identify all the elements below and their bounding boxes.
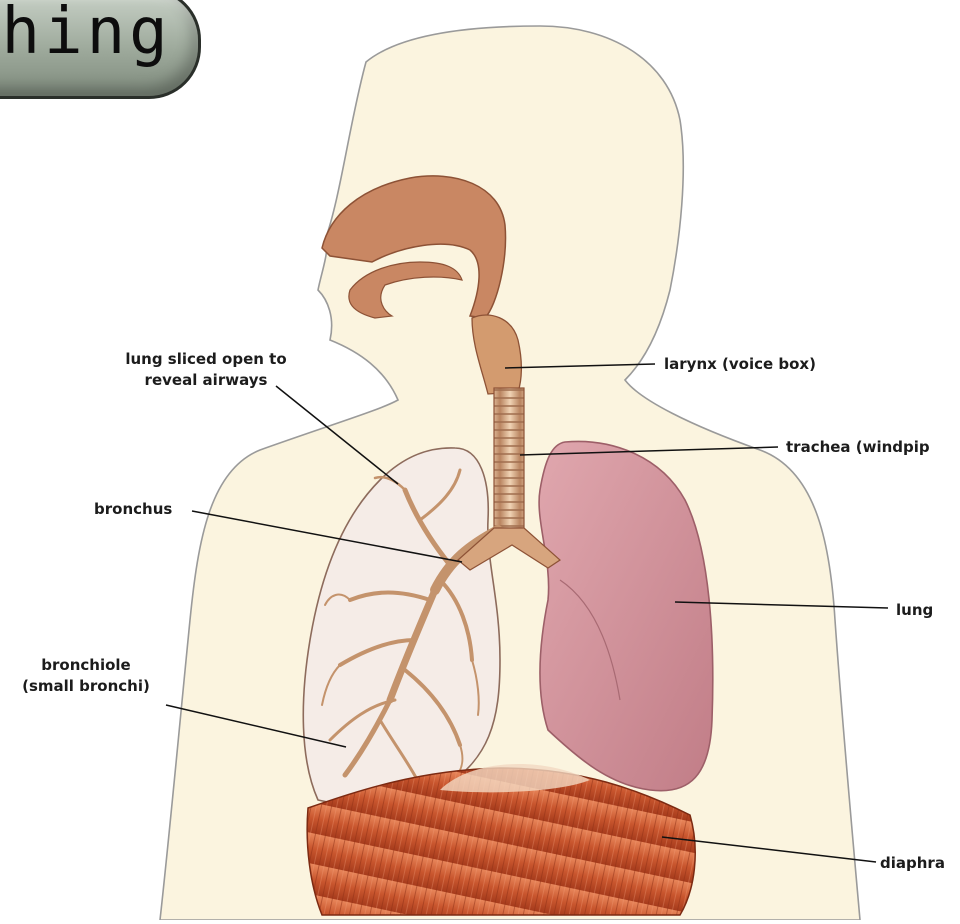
- label-trachea: trachea (windpip: [786, 437, 930, 458]
- label-larynx: larynx (voice box): [664, 354, 816, 375]
- title-text: thing: [0, 0, 172, 69]
- label-bronchiole: bronchiole (small bronchi): [0, 655, 174, 697]
- label-bronchus: bronchus: [94, 499, 172, 520]
- label-lung-sliced-line2: reveal airways: [96, 370, 316, 391]
- label-lung: lung: [896, 600, 933, 621]
- label-bronchiole-line2: (small bronchi): [0, 676, 174, 697]
- label-bronchiole-line1: bronchiole: [0, 655, 174, 676]
- trachea-shape: [494, 388, 524, 533]
- label-lung-sliced: lung sliced open to reveal airways: [96, 349, 316, 391]
- label-lung-sliced-line1: lung sliced open to: [96, 349, 316, 370]
- title-badge: thing: [0, 0, 201, 99]
- label-diaphragm: diaphra: [880, 853, 945, 874]
